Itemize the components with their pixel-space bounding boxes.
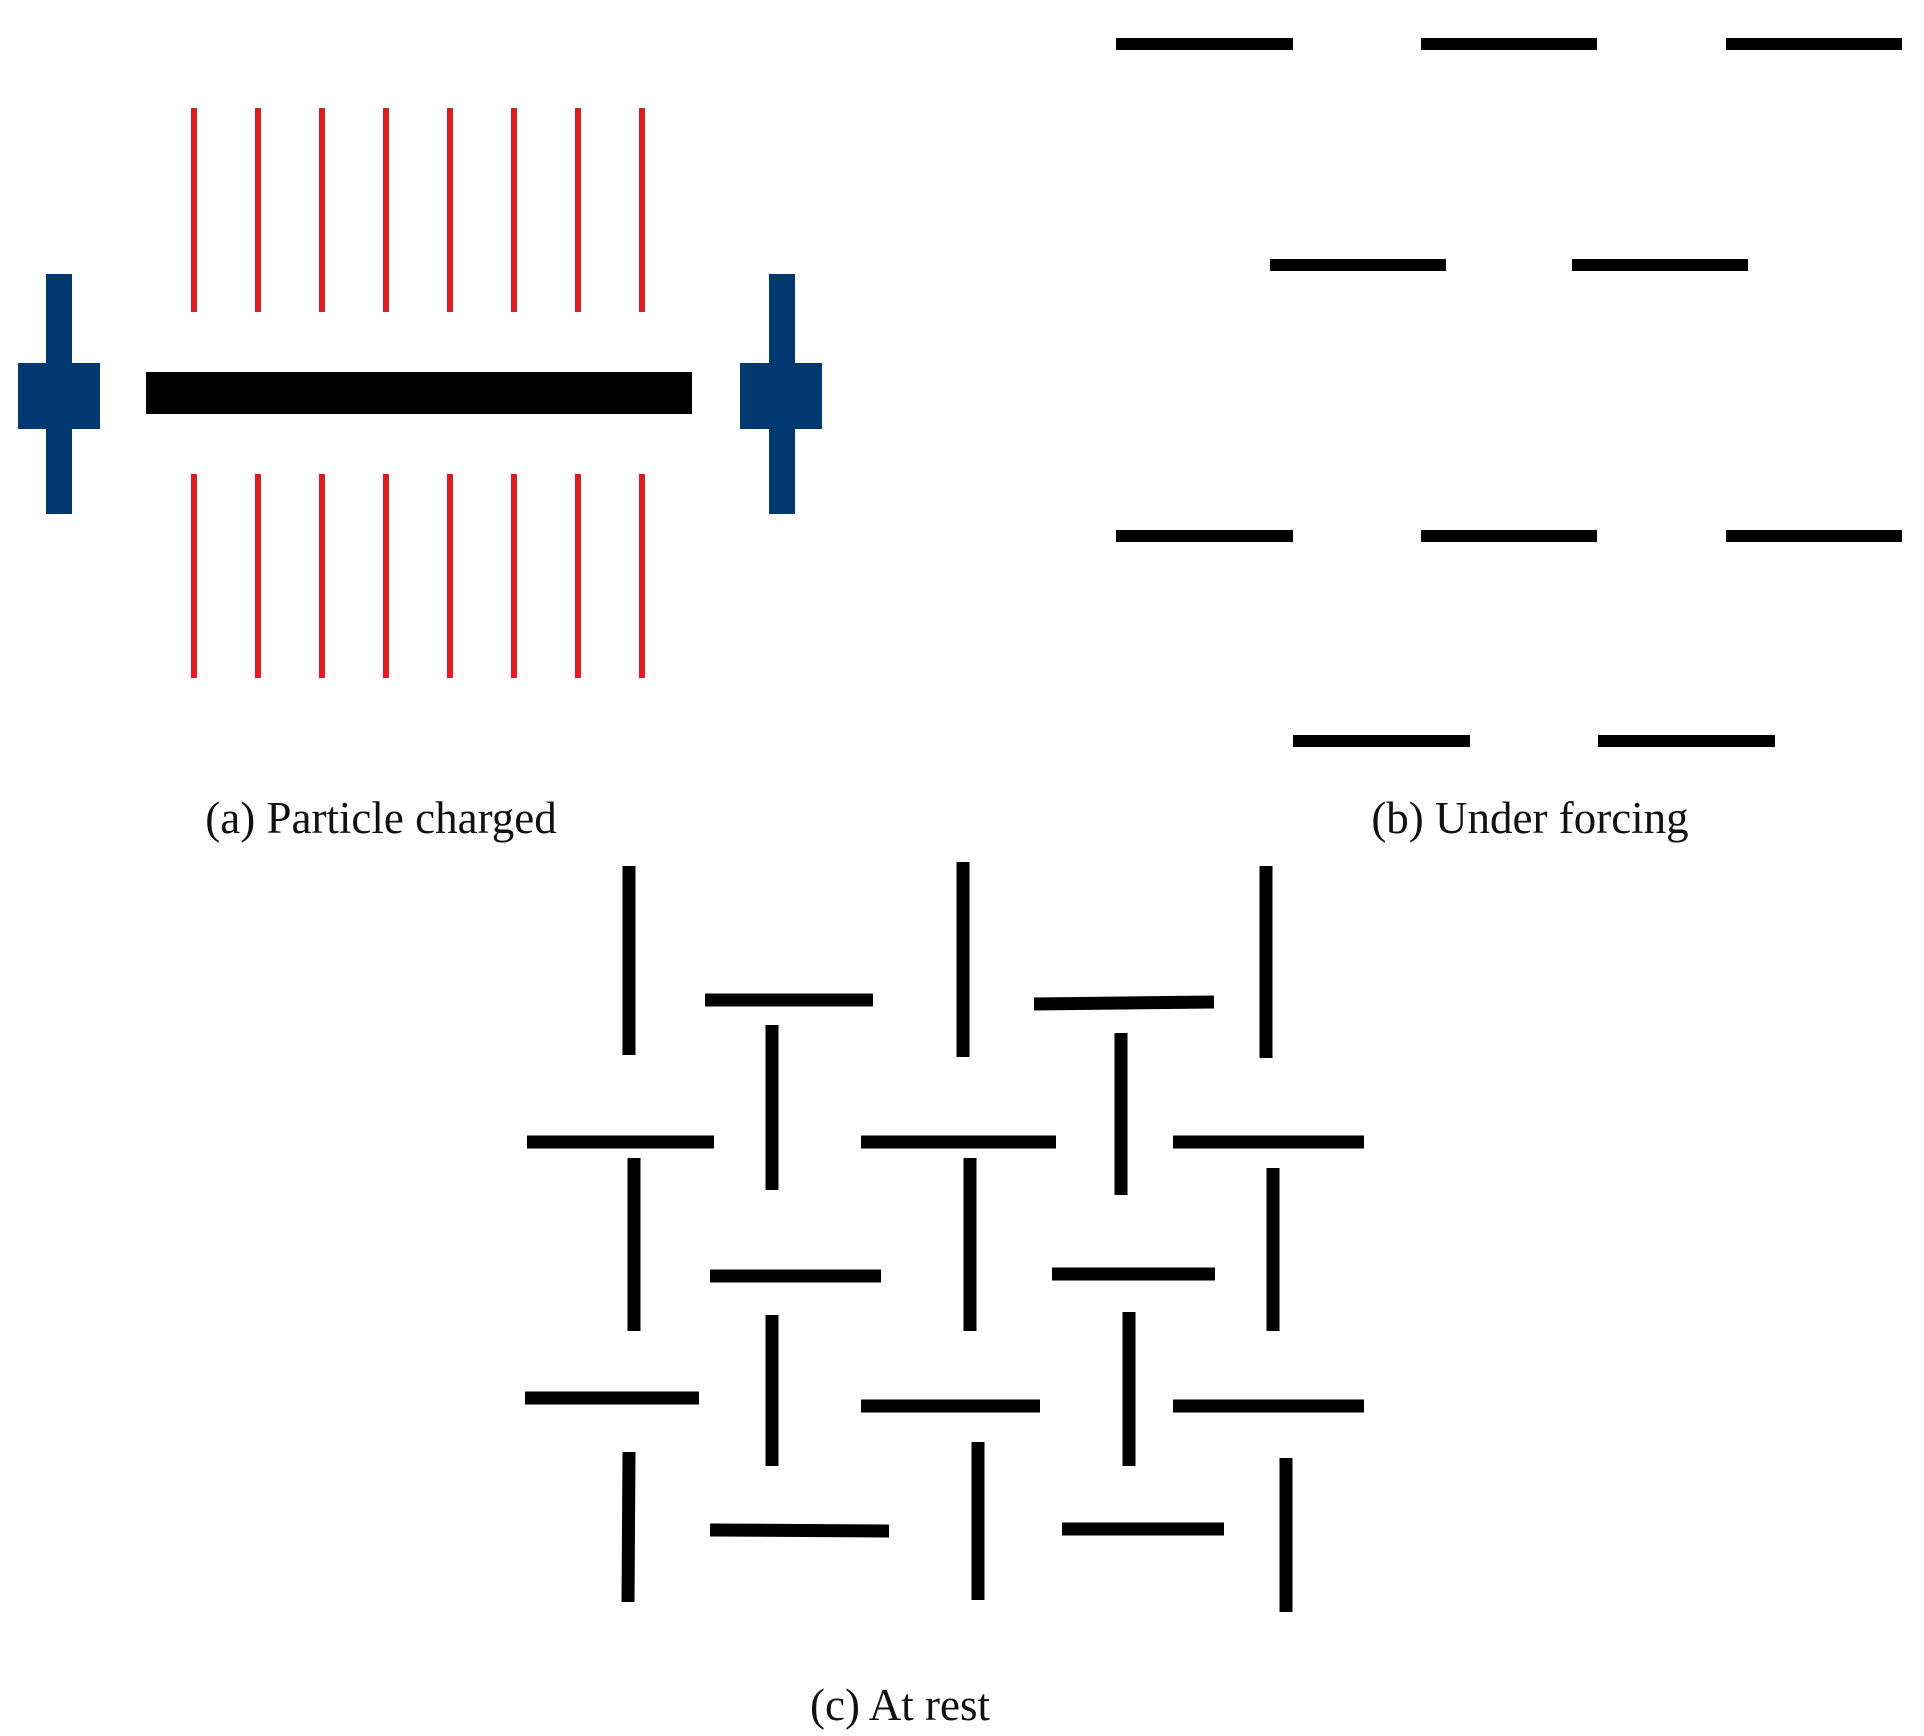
field-lines-top (191, 108, 645, 312)
left-electrode (18, 274, 100, 514)
panel-a-particle-charged: (a) Particle charged (18, 108, 822, 843)
panel-b-under-forcing: (b) Under forcing (1116, 38, 1902, 843)
aligned-particles (1116, 38, 1902, 747)
caption-a: (a) Particle charged (205, 793, 556, 843)
caption-c: (c) At rest (810, 1680, 990, 1730)
charged-particle (146, 372, 692, 414)
resting-particle (621, 1451, 636, 1603)
panel-c-at-rest: (c) At rest (525, 862, 1364, 1730)
caption-b: (b) Under forcing (1371, 793, 1688, 843)
resting-particle (709, 1523, 890, 1538)
right-electrode (740, 274, 822, 514)
field-lines-bottom (191, 474, 645, 678)
random-particles (525, 862, 1364, 1612)
resting-particle (1033, 995, 1215, 1011)
